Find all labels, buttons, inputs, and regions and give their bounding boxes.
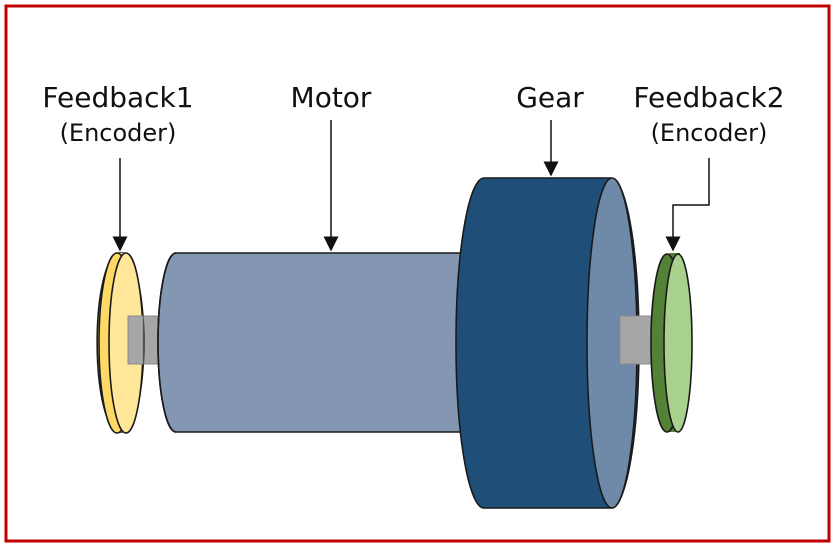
motor-label: Motor bbox=[291, 81, 372, 114]
feedback2-label: Feedback2 bbox=[633, 81, 784, 114]
feedback1-encoder bbox=[96, 252, 145, 434]
feedback2-sublabel: (Encoder) bbox=[651, 119, 768, 147]
feedback1-label: Feedback1 bbox=[42, 81, 193, 114]
motor-cylinder bbox=[157, 252, 471, 433]
feedback2-encoder bbox=[650, 253, 693, 433]
frame-border bbox=[4, 4, 831, 543]
gear-label: Gear bbox=[516, 81, 584, 114]
feedback1-sublabel: (Encoder) bbox=[60, 119, 177, 147]
gear-cylinder bbox=[455, 177, 640, 509]
feedback2-arrow bbox=[665, 158, 710, 252]
